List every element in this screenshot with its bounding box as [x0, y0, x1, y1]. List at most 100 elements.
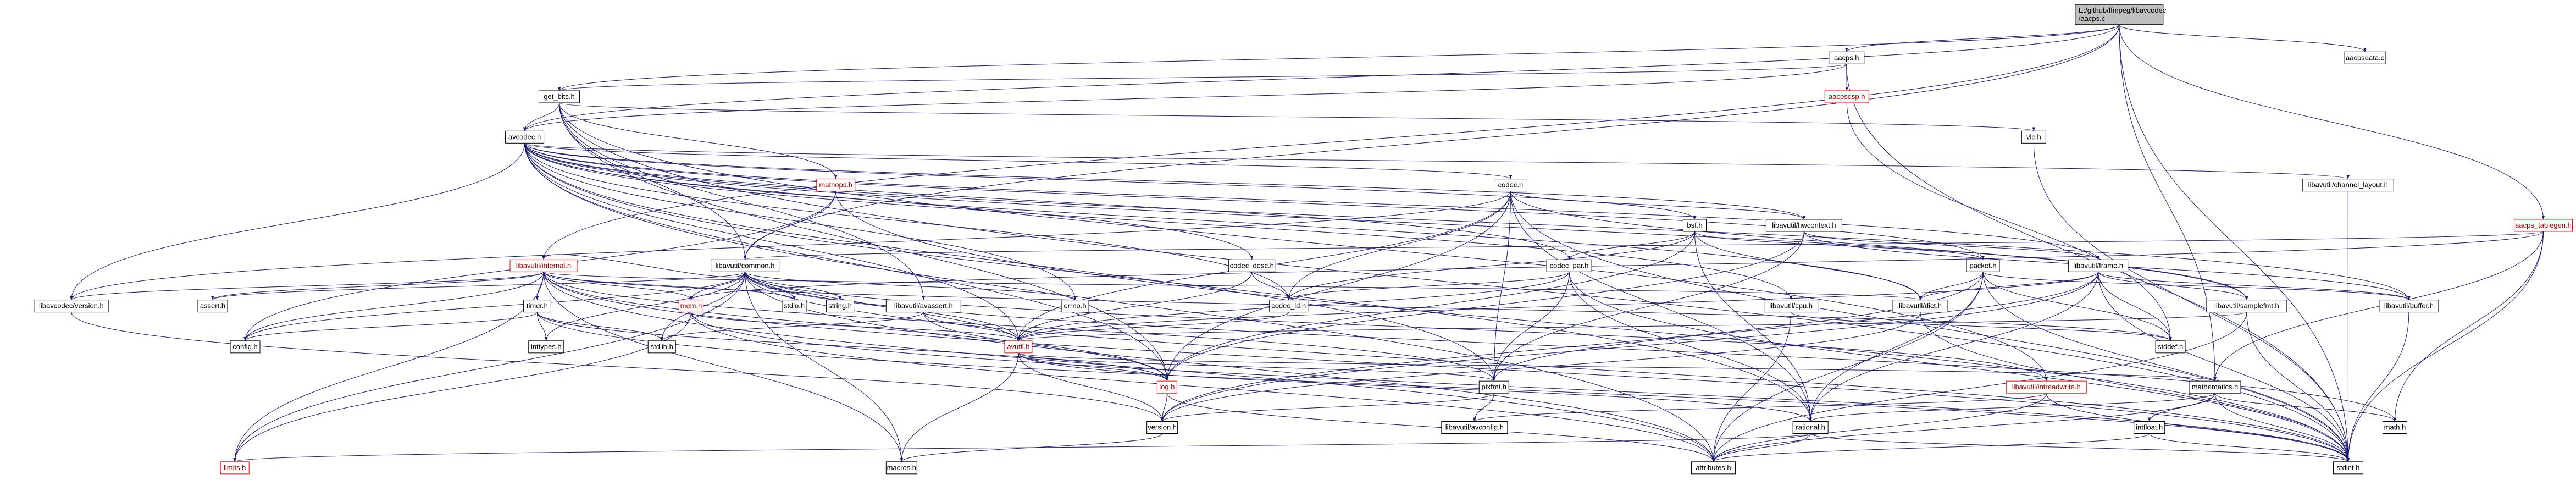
dependency-edge — [1711, 312, 1792, 462]
node-version-h[interactable]: version.h — [1146, 421, 1178, 434]
node-avassert-h[interactable]: libavutil/avassert.h — [885, 300, 961, 313]
node-avcodec-h[interactable]: avcodec.h — [505, 130, 545, 144]
node-config-h[interactable]: config.h — [230, 340, 261, 354]
node-math-h[interactable]: math.h — [2382, 421, 2407, 434]
node-box — [1493, 179, 1527, 192]
dependency-edge — [243, 312, 538, 341]
node-inttypes-h[interactable]: inttypes.h — [528, 340, 564, 354]
node-buffer-h[interactable]: libavutil/buffer.h — [2379, 300, 2439, 313]
node-label: libavutil/avconfig.h — [1445, 423, 1504, 431]
node-intreadwrite-h[interactable]: libavutil/intreadwrite.h — [2006, 380, 2087, 394]
node-attributes-h[interactable]: attributes.h — [1691, 461, 1736, 475]
node-common-h[interactable]: libavutil/common.h — [711, 259, 780, 272]
dependency-edge — [558, 24, 2120, 91]
dependency-edge — [1694, 231, 1985, 260]
dependency-edge — [524, 143, 1697, 220]
node-aacps-h[interactable]: aacps.h — [1829, 51, 1865, 64]
dependency-edge — [1694, 231, 1812, 422]
dependency-edge — [535, 272, 544, 300]
node-bsf-h[interactable]: bsf.h — [1682, 219, 1707, 232]
node-label: stdlib.h — [651, 343, 673, 351]
dependency-edge — [70, 191, 1511, 300]
node-codec-h[interactable]: codec.h — [1493, 179, 1527, 192]
node-rational-h[interactable]: rational.h — [1792, 421, 1829, 434]
node-aacps-tablegen-h[interactable]: aacps_tablegen.h — [2514, 219, 2573, 232]
node-aacpsdsp-h[interactable]: aacpsdsp.h — [1824, 90, 1869, 103]
dependency-edge — [70, 271, 544, 301]
node-mem-h[interactable]: mem.h — [678, 300, 703, 313]
node-limits-h[interactable]: limits.h — [220, 461, 250, 475]
node-intfloat-h[interactable]: intfloat.h — [2134, 421, 2165, 434]
node-label: libavutil/internal.h — [516, 261, 571, 269]
node-mathops-h[interactable]: mathops.h — [816, 179, 856, 192]
dependency-edge — [1510, 191, 1806, 220]
node-macros-h[interactable]: macros.h — [885, 461, 917, 475]
node-label: libavutil/frame.h — [2073, 261, 2123, 269]
dependency-edge — [1165, 191, 1511, 382]
dependency-edge — [523, 63, 1847, 131]
node-label: libavutil/common.h — [716, 261, 775, 269]
dependency-edge — [524, 143, 1715, 462]
node-cpu-h[interactable]: libavutil/cpu.h — [1764, 300, 1819, 313]
dependency-edge — [2246, 312, 2350, 462]
node-hwcontext-h[interactable]: libavutil/hwcontext.h — [1765, 219, 1842, 232]
node-samplefmt-h[interactable]: libavutil/samplefmt.h — [2206, 300, 2287, 313]
dependency-edge — [536, 312, 548, 341]
dependency-edge — [745, 272, 2350, 462]
node-box — [2006, 380, 2087, 394]
node-stddef-h[interactable]: stddef.h — [2155, 340, 2186, 354]
node-dict-h[interactable]: libavutil/dict.h — [1892, 300, 1948, 313]
node-string-h[interactable]: string.h — [826, 300, 855, 313]
dependency-edge — [1018, 352, 2217, 382]
dependency-edge — [1287, 191, 1511, 300]
dependency-edge — [2098, 272, 2248, 300]
node-label: string.h — [828, 302, 852, 310]
dependency-edge — [1287, 271, 1570, 301]
node-frame-h[interactable]: libavutil/frame.h — [2068, 259, 2129, 272]
node-label: version.h — [1148, 423, 1177, 431]
node-stdint-h[interactable]: stdint.h — [2333, 461, 2363, 475]
node-avconfig-h[interactable]: libavutil/avconfig.h — [1441, 421, 1508, 434]
node-stdlib-h[interactable]: stdlib.h — [647, 340, 676, 354]
node-box — [1829, 51, 1865, 64]
node-timer-h[interactable]: timer.h — [523, 300, 551, 313]
node-assert-h[interactable]: assert.h — [197, 300, 228, 313]
node-log-h[interactable]: log.h — [1156, 380, 1177, 394]
node-codec-desc-h[interactable]: codec_desc.h — [1228, 259, 1276, 272]
dependency-edge — [1809, 393, 2215, 422]
node-label: timer.h — [527, 302, 548, 310]
dependency-edge — [536, 312, 663, 341]
node-box — [1146, 421, 1178, 434]
node-get-bits-h[interactable]: get_bits.h — [539, 90, 580, 103]
node-internal-h[interactable]: libavutil/internal.h — [509, 259, 578, 272]
node-stdio-h[interactable]: stdio.h — [782, 300, 807, 313]
dependency-edge — [543, 254, 747, 278]
dependency-edge — [745, 271, 1077, 301]
node-box — [1966, 259, 2000, 272]
node-label: rational.h — [1796, 423, 1825, 431]
node-channel-layout-h[interactable]: libavutil/channel_layout.h — [2302, 179, 2394, 192]
node-aacpsdata-c[interactable]: aacpsdata.c — [2344, 51, 2386, 64]
node-label: log.h — [1159, 383, 1175, 391]
node-codec-id-h[interactable]: codec_id.h — [1269, 300, 1309, 313]
node-avutil-h[interactable]: avutil.h — [1004, 340, 1033, 354]
node-root[interactable]: E:/github/ffmpeg/libavcodec/aacps.c — [2075, 4, 2167, 25]
node-vlc-h[interactable]: vlc.h — [2021, 130, 2046, 144]
dependency-edge — [1510, 191, 2248, 300]
node-errno-h[interactable]: errno.h — [1061, 300, 1089, 313]
dependency-edge — [923, 312, 1169, 382]
node-label: errno.h — [1063, 302, 1086, 310]
node-label: aacpsdata.c — [2346, 53, 2385, 62]
node-box — [1892, 300, 1948, 313]
dependency-edge — [1982, 271, 2411, 301]
node-codec-par-h[interactable]: codec_par.h — [1546, 259, 1592, 272]
dependency-edge — [543, 272, 693, 300]
dependency-edge — [1165, 231, 1695, 382]
dependency-edge — [2119, 24, 2545, 219]
node-version-h-codec[interactable]: libavcodec/version.h — [34, 300, 109, 313]
node-pixfmt-h[interactable]: pixfmt.h — [1478, 380, 1509, 394]
dependency-edge — [2149, 433, 2350, 462]
node-mathematics-h[interactable]: mathematics.h — [2189, 380, 2241, 394]
node-packet-h[interactable]: packet.h — [1966, 259, 2000, 272]
dependency-edge — [1920, 312, 2350, 462]
